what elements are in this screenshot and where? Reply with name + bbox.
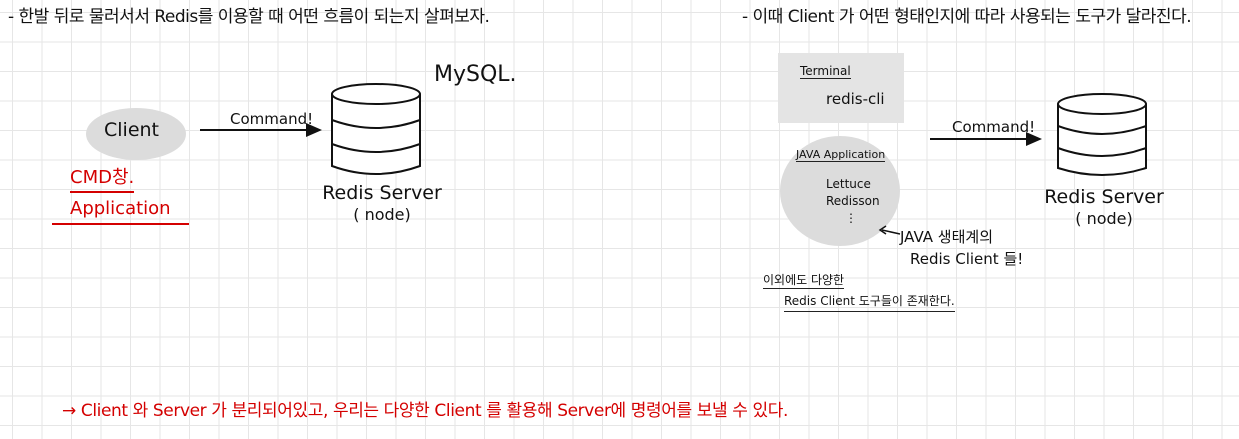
terminal-box <box>778 53 904 123</box>
right-server-node: ( node) <box>1075 209 1133 228</box>
right-command-arrow <box>930 132 1042 146</box>
arrow-label: Command! <box>230 110 314 128</box>
right-database-icon <box>1057 93 1147 176</box>
java-note-line2: Redis Client 들! <box>910 250 1024 268</box>
java-note-line1: JAVA 생태계의 <box>900 228 993 246</box>
java-tool-more: ⋮ <box>845 211 857 225</box>
java-tool-lettuce: Lettuce <box>826 177 871 191</box>
java-highlight <box>780 136 900 246</box>
server-node: ( node) <box>353 205 411 224</box>
command-arrow <box>200 123 322 137</box>
client-highlight <box>86 108 186 160</box>
left-heading: - 한발 뒤로 물러서서 Redis를 이용할 때 어떤 흐름이 되는지 살펴보… <box>8 7 490 27</box>
db-annotation: MySQL. <box>434 62 517 87</box>
right-heading: - 이때 Client 가 어떤 형태인지에 따라 사용되는 도구가 달라진다. <box>742 7 1192 27</box>
right-arrow-label: Command! <box>952 118 1036 136</box>
database-icon <box>331 83 421 175</box>
other-note-line1: 이외에도 다양한 <box>763 273 845 289</box>
right-server-name: Redis Server <box>1044 186 1164 208</box>
other-note-line2: Redis Client 도구들이 존재한다. <box>784 292 955 312</box>
terminal-tool: redis-cli <box>826 90 885 108</box>
java-title: JAVA Application <box>796 148 886 162</box>
terminal-title: Terminal <box>800 64 851 79</box>
java-tool-redisson: Redisson <box>826 194 880 208</box>
java-note-pointer <box>878 225 901 235</box>
conclusion-text: → Client 와 Server 가 분리되어있고, 우리는 다양한 Clie… <box>62 401 788 421</box>
server-name: Redis Server <box>322 182 442 204</box>
client-example-application: Application <box>52 198 189 225</box>
client-label: Client <box>104 119 160 141</box>
client-example-cmd: CMD창. <box>70 163 135 193</box>
